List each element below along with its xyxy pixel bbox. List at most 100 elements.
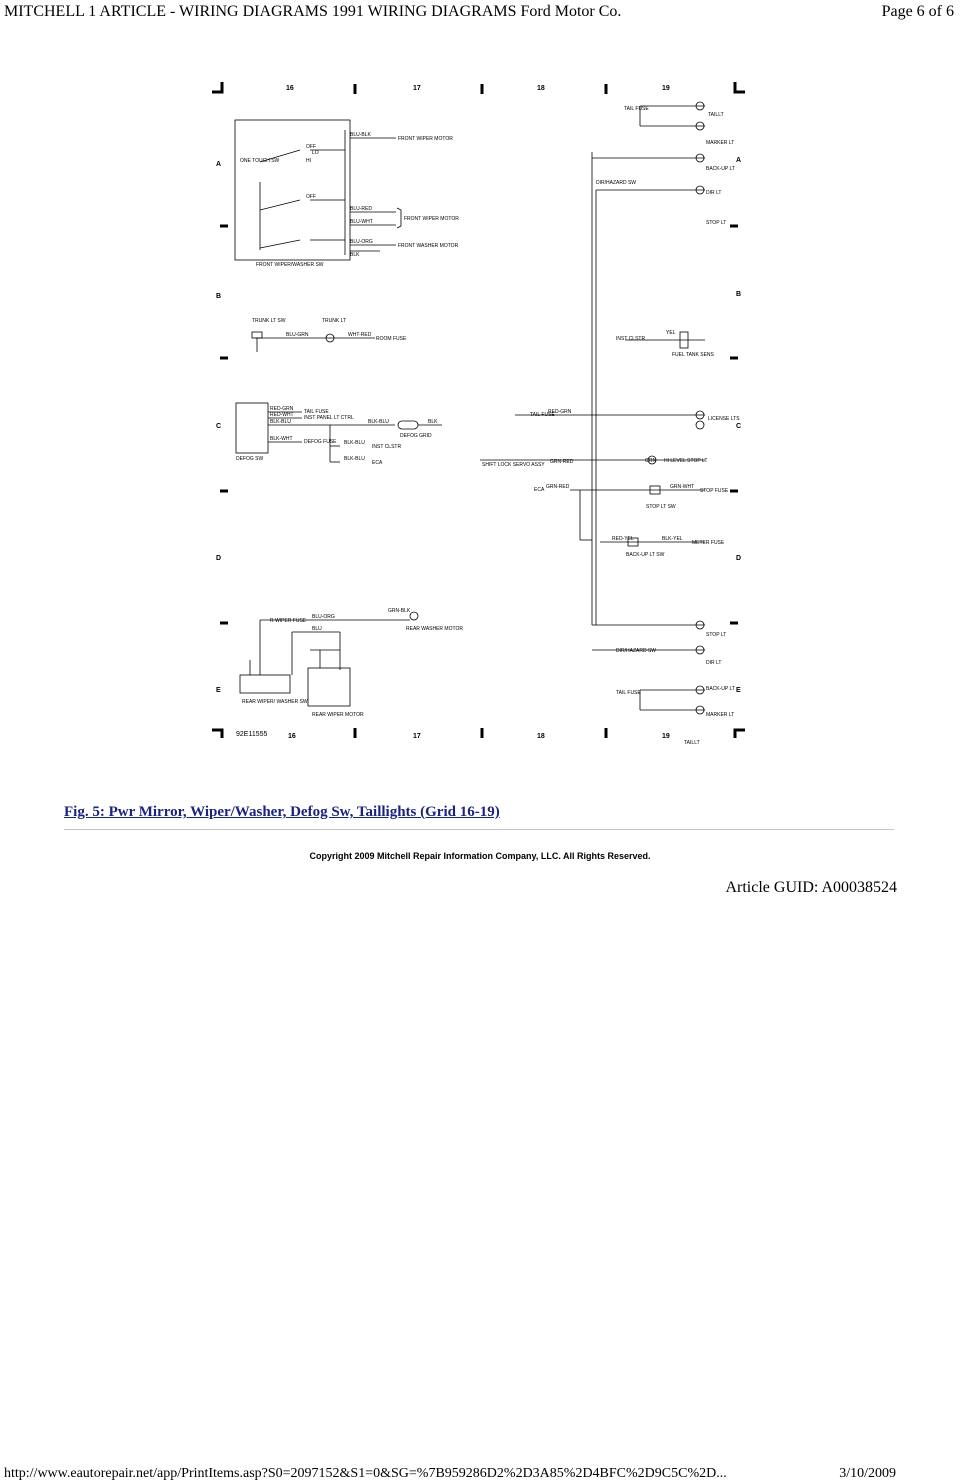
label-lo: LO (312, 150, 319, 156)
label-stop-lt-top: STOP LT (706, 220, 726, 226)
wire-blk-2: BLK (428, 419, 438, 425)
diagram-code: 92E11555 (236, 731, 268, 738)
copyright-notice: Copyright 2009 Mitchell Repair Informati… (309, 851, 651, 861)
wire-yel: YEL (666, 330, 676, 336)
figure-caption-link[interactable]: Fig. 5: Pwr Mirror, Wiper/Washer, Defog … (64, 804, 500, 820)
page-number: Page 6 of 6 (881, 3, 954, 20)
label-room-fuse: ROOM FUSE (376, 336, 407, 342)
wire-blk-1: BLK (350, 252, 360, 258)
wire-grn-wht: GRN-WHT (670, 484, 694, 490)
label-back-up-lt-top: BACK-UP LT (706, 166, 735, 172)
wire-blk-blu-3: BLK-BLU (344, 440, 365, 446)
wire-red-yel: RED-YEL (612, 536, 634, 542)
wire-blk-blu-2: BLK-BLU (368, 419, 389, 425)
label-defog-fuse: DEFOG FUSE (304, 439, 337, 445)
label-shift-lock-servo-assy: SHIFT LOCK SERVO ASSY (482, 462, 545, 468)
grid-row-c-right: C (736, 423, 741, 430)
label-front-wiper-motor-1: FRONT WIPER MOTOR (398, 136, 453, 142)
label-dir-lt-top: DIR LT (706, 190, 721, 196)
label-tail-fuse-top: TAIL FUSE (624, 106, 649, 112)
label-stop-lt-bottom: STOP LT (706, 632, 726, 638)
label-taillt-top: TAILLT (708, 112, 724, 118)
wire-grn-blk: GRN-BLK (388, 608, 411, 614)
grid-row-e-left: E (216, 687, 221, 694)
wire-blu-red: BLU-RED (350, 206, 372, 212)
label-tail-fuse-mid: TAIL FUSE (530, 412, 555, 418)
wire-blk-blu-1: BLK-BLU (270, 419, 291, 425)
wire-blk-blu-4: BLK-BLU (344, 456, 365, 462)
label-meter-fuse: METER FUSE (692, 540, 725, 546)
wire-grn-red-1: GRN-RED (550, 459, 574, 465)
wire-wht-red: WHT-RED (348, 332, 372, 338)
grid-ticks (220, 84, 738, 738)
label-hi-level-stop-lt: HI LEVEL STOP LT (664, 458, 707, 464)
label-rear-wiper-washer-sw: REAR WIPER/ WASHER SW (242, 699, 308, 705)
wire-blk-wht: BLK-WHT (270, 436, 293, 442)
grid-col-19-top: 19 (662, 85, 670, 92)
wire-blu-wht: BLU-WHT (350, 219, 373, 225)
label-dir-hazard-sw-top: DIR/HAZARD SW (596, 180, 636, 186)
label-stop-lt-sw: STOP LT SW (646, 504, 676, 510)
grid-row-d-left: D (216, 555, 221, 562)
footer-date: 3/10/2009 (839, 1466, 896, 1481)
label-inst-panel-lt-ctrl: INST PANEL LT CTRL (304, 415, 354, 421)
label-marker-lt-top: MARKER LT (706, 140, 734, 146)
rear-wiper-washer-circuit (239, 611, 419, 707)
label-front-wiper-motor-2: FRONT WIPER MOTOR (404, 216, 459, 222)
grid-row-a-right: A (736, 157, 741, 164)
grid-col-16-top: 16 (286, 85, 294, 92)
defog-circuit (235, 402, 442, 463)
label-rear-wiper-motor: REAR WIPER MOTOR (312, 712, 364, 718)
grid-row-d-right: D (736, 555, 741, 562)
wire-blu: BLU (312, 626, 322, 632)
article-guid: Article GUID: A00038524 (725, 879, 897, 896)
label-tail-fuse-bottom: TAIL FUSE (616, 690, 641, 696)
wiring-diagram: 16 17 18 19 16 17 18 19 A B C D E A B C … (212, 82, 745, 746)
grid-row-e-right: E (736, 687, 741, 694)
label-dir-hazard-sw-bottom: DIR/HAZARD SW (616, 648, 656, 654)
grid-col-19-bottom: 19 (662, 733, 670, 740)
label-tail-fuse-1: TAIL FUSE (304, 409, 329, 415)
label-front-wiper-washer-sw: FRONT WIPER/WASHER SW (256, 262, 324, 268)
label-trunk-lt-sw: TRUNK LT SW (252, 318, 286, 324)
grid-col-17-top: 17 (413, 85, 421, 92)
label-one-touch-sw: ONE TOUCH SW (240, 158, 280, 164)
label-front-washer-motor: FRONT WASHER MOTOR (398, 243, 459, 249)
label-fuel-tank-sens: FUEL TANK SENS (672, 352, 715, 358)
label-hi: HI (306, 158, 311, 164)
wire-blu-blk: BLU-BLK (350, 132, 372, 138)
divider (64, 829, 894, 830)
label-defog-grid: DEFOG GRID (400, 433, 432, 439)
label-marker-lt-bottom: MARKER LT (706, 712, 734, 718)
label-inst-clstr-2: INST CLSTR (616, 336, 645, 342)
grid-col-18-top: 18 (537, 85, 545, 92)
label-back-up-lt-sw: BACK-UP LT SW (626, 552, 665, 558)
label-license-lts: LICENSE LTS (708, 416, 740, 422)
wire-red-wht: RED-WHT (270, 412, 294, 418)
grid-col-18-bottom: 18 (537, 733, 545, 740)
label-dir-lt-bottom: DIR LT (706, 660, 721, 666)
page-header-title: MITCHELL 1 ARTICLE - WIRING DIAGRAMS 199… (4, 3, 622, 20)
wire-blu-org: BLU-ORG (350, 239, 373, 245)
wire-blu-org-2: BLU-ORG (312, 614, 335, 620)
label-taillt-bottom: TAILLT (684, 740, 700, 746)
label-r-wiper-fuse: R WIPER FUSE (270, 618, 307, 624)
label-trunk-lt: TRUNK LT (322, 318, 346, 324)
label-eca-1: ECA (372, 460, 383, 466)
wire-blu-grn: BLU-GRN (286, 332, 309, 338)
wire-red-grn-2: RED-GRN (548, 409, 572, 415)
grid-row-a-left: A (216, 161, 221, 168)
frame-corners (212, 82, 745, 738)
grid-row-b-right: B (736, 291, 741, 298)
trunk-light-circuit (251, 331, 375, 352)
label-back-up-lt-bottom: BACK-UP LT (706, 686, 735, 692)
wire-red-grn-1: RED-GRN (270, 406, 294, 412)
label-defog-sw: DEFOG SW (236, 456, 264, 462)
grid-row-c-left: C (216, 423, 221, 430)
label-stop-fuse: STOP FUSE (700, 488, 729, 494)
grid-row-b-left: B (216, 293, 221, 300)
grid-col-17-bottom: 17 (413, 733, 421, 740)
label-eca-2: ECA (534, 487, 545, 493)
lamp-bus-circuit (480, 101, 705, 715)
wire-grn: GRN (645, 458, 657, 464)
